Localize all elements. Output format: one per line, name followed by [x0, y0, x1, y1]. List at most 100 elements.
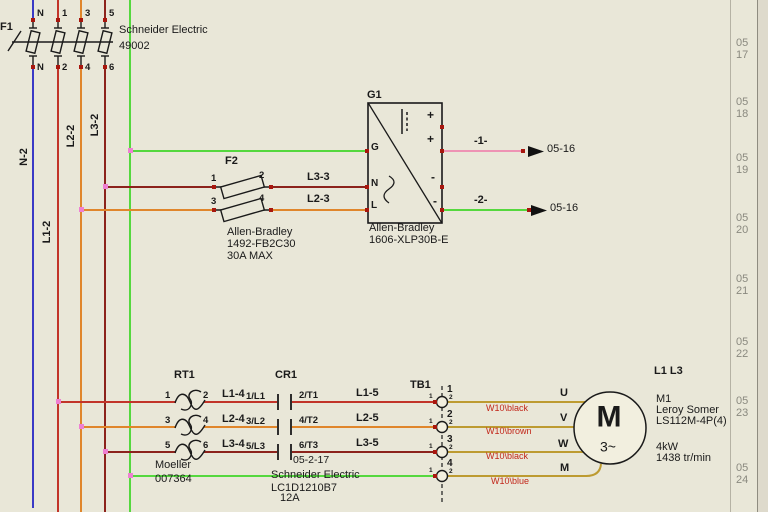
margin-divider	[730, 0, 731, 512]
junction-dot	[128, 148, 133, 153]
wire-label-n2: N-2	[18, 148, 30, 166]
wire-green-row	[130, 475, 435, 477]
f1-terminal: 6	[109, 62, 115, 73]
f2-rating: 30A MAX	[227, 250, 273, 262]
terminal-dot	[79, 18, 83, 22]
rt1-terminal: 4	[203, 415, 209, 426]
terminal-dot	[433, 400, 437, 404]
motor-model: LS112M-4P(4)	[656, 415, 727, 427]
arrow-dc-plus	[528, 146, 544, 157]
terminal-dot	[440, 149, 444, 153]
terminal-dot	[269, 208, 273, 212]
terminal-dot	[433, 474, 437, 478]
wire-l3-row	[105, 451, 176, 453]
terminal-dot	[527, 208, 531, 212]
crossref-arrows[interactable]	[528, 146, 547, 216]
cable-label: W10\black	[486, 451, 529, 461]
terminal-dot	[56, 18, 60, 22]
page-border	[757, 0, 758, 512]
rt1-maker: Moeller	[155, 459, 192, 471]
rt1-terminal: 3	[165, 415, 171, 426]
terminal-dot	[365, 208, 369, 212]
f1-terminal: N	[37, 8, 44, 19]
f1-terminal: 2	[62, 62, 68, 73]
rt1-tag: RT1	[174, 369, 195, 381]
terminal-dot	[103, 65, 107, 69]
f2-model: 1492-FB2C30	[227, 238, 296, 250]
cr1-model: LC1D1210B7	[271, 482, 338, 494]
wire-l3-row	[204, 451, 277, 453]
wire-l1-row	[204, 401, 277, 403]
terminal-dot	[433, 425, 437, 429]
cr1-terminal: 4/T2	[299, 415, 319, 426]
wire-l12-top	[57, 0, 59, 20]
terminal-dot	[440, 208, 444, 212]
cable-w	[448, 451, 583, 453]
g1-tag: G1	[367, 89, 382, 101]
tb1-terminal: 2	[447, 409, 453, 420]
wire-dc-minus	[443, 209, 530, 211]
cr1-terminal: 5/L3	[246, 441, 266, 452]
junction-dot	[103, 449, 108, 454]
wire-label-dc1: -1-	[474, 135, 488, 147]
f2-tag: F2	[225, 155, 238, 167]
tb1-pin: 1	[429, 393, 433, 400]
terminal-dot	[521, 149, 525, 153]
crossref-dc2[interactable]: 05-16	[550, 202, 579, 214]
cr1-terminal: 3/L2	[246, 416, 266, 427]
f2-terminal: 3	[211, 196, 217, 207]
g1-input-l: L	[371, 200, 378, 211]
cr1-maker: Schneider Electric	[271, 469, 360, 481]
terminal-dot	[269, 185, 273, 189]
terminal-dot	[365, 149, 369, 153]
g1-model: 1606-XLP30B-E	[369, 234, 449, 246]
cr1-crossref[interactable]: 05-2-17	[293, 454, 330, 466]
f1-terminal: 1	[62, 8, 68, 19]
page-edge	[758, 0, 768, 512]
wire-label-l22: L2-2	[65, 124, 77, 148]
cr1-terminal: 1/L1	[246, 391, 266, 402]
wire-label-l12: L1-2	[41, 220, 53, 244]
tb1-pin: 2	[449, 419, 453, 426]
wire-l32-top	[104, 0, 106, 20]
rt1-terminal: 2	[203, 390, 209, 401]
motor-tag: M1	[656, 393, 672, 405]
terminal-dot	[56, 65, 60, 69]
tb1-pin: 2	[449, 394, 453, 401]
junction-dot	[79, 424, 84, 429]
g1-plus-mark: +	[427, 108, 435, 122]
cr1-terminal: 6/T3	[299, 440, 319, 451]
motor-symbol	[573, 391, 647, 477]
cable-label: W10\blue	[491, 476, 530, 486]
cable-label: W10\black	[486, 403, 529, 413]
g1-plus-mark: +	[427, 132, 435, 146]
tb1-terminal: 4	[447, 458, 453, 469]
cr1-contact-symbol	[277, 394, 292, 460]
wire-l33-to-g1	[270, 186, 369, 188]
g1-minus-mark: -	[433, 194, 437, 208]
tb1-terminal: 3	[447, 434, 453, 445]
arrow-dc-minus	[531, 205, 547, 216]
cr1-rating: 12A	[280, 492, 300, 504]
wire-label-l14: L1-4	[222, 388, 245, 400]
rt1-terminal: 5	[165, 440, 171, 451]
f1-maker: Schneider Electric	[119, 24, 208, 36]
crossref-dc1[interactable]: 05-16	[547, 143, 576, 155]
wire-l23-to-g1	[270, 209, 369, 211]
wire-l2-row	[81, 426, 176, 428]
wire-green-to-g1	[130, 150, 369, 152]
wire-l32	[104, 66, 106, 512]
f2-terminal: 4	[259, 193, 265, 204]
motor-location: L1 L3	[654, 365, 683, 377]
cable-v	[448, 426, 574, 428]
motor-terminal-v: V	[560, 412, 568, 424]
motor-terminal-m: M	[560, 462, 570, 474]
rt1-model: 007364	[155, 473, 192, 485]
wire-l1-row	[58, 401, 176, 403]
